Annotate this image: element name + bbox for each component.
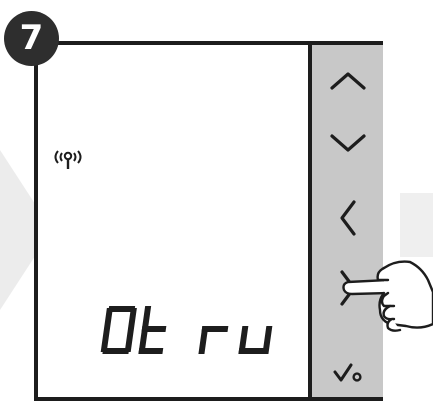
thermostat-device — [34, 41, 383, 401]
up-button[interactable] — [312, 55, 383, 105]
wireless-signal-icon — [50, 148, 90, 170]
confirm-button[interactable] — [312, 347, 383, 397]
checkmark-icon — [332, 360, 364, 384]
chevron-down-icon — [328, 132, 368, 156]
chevron-left-icon — [336, 198, 360, 238]
step-number-badge: 7 — [4, 11, 59, 66]
chevron-up-icon — [328, 68, 368, 92]
down-button[interactable] — [312, 119, 383, 169]
lcd-display-text — [98, 300, 288, 360]
pointing-hand-icon — [340, 246, 433, 346]
lcd-screen — [38, 45, 308, 397]
left-button[interactable] — [312, 193, 383, 243]
